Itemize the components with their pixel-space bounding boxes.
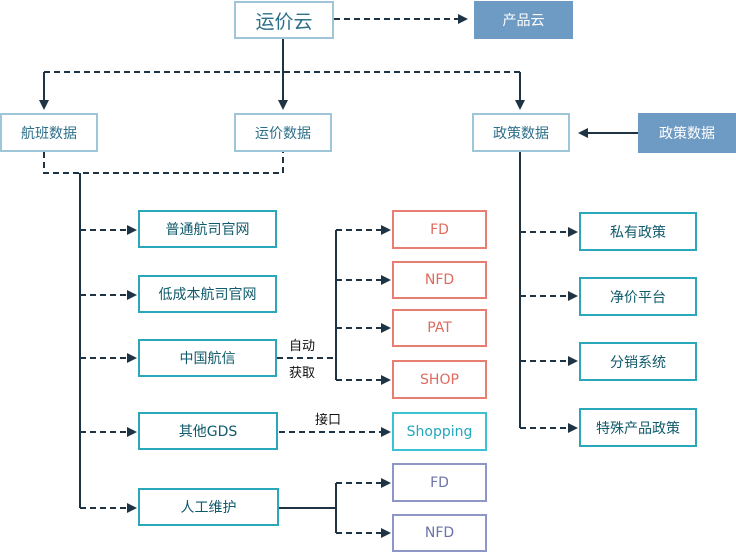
flight-data-node: 航班数据 (0, 113, 98, 152)
gds-output-shopping: Shopping (392, 412, 487, 451)
channel-node-5: 人工维护 (138, 488, 279, 526)
product-cloud-node: 产品云 (474, 1, 573, 39)
flight-fare-merge (43, 152, 284, 174)
manual-output-fd: FD (392, 463, 487, 502)
channel-node-3: 中国航信 (138, 339, 277, 377)
auto-output-fd: FD (392, 210, 487, 249)
root-node: 运价云 (234, 1, 334, 39)
auto-output-nfd: NFD (392, 261, 487, 299)
manual-output-nfd: NFD (392, 514, 487, 552)
interface-label: 接口 (315, 413, 342, 428)
auto-label: 自动 (289, 339, 316, 354)
fetch-label: 获取 (289, 366, 316, 381)
policy-item-1: 私有政策 (579, 212, 697, 251)
policy-item-3: 分销系统 (579, 342, 697, 381)
auto-output-pat: PAT (392, 309, 487, 347)
channel-node-4: 其他GDS (138, 412, 278, 450)
fare-data-node: 运价数据 (234, 113, 332, 152)
channel-node-2: 低成本航司官网 (138, 275, 277, 313)
external-policy-node: 政策数据 (638, 113, 736, 153)
policy-item-4: 特殊产品政策 (579, 408, 697, 447)
policy-data-node: 政策数据 (472, 113, 570, 152)
policy-item-2: 净价平台 (579, 277, 697, 316)
channel-node-1: 普通航司官网 (138, 210, 277, 248)
auto-output-shop: SHOP (392, 360, 487, 399)
